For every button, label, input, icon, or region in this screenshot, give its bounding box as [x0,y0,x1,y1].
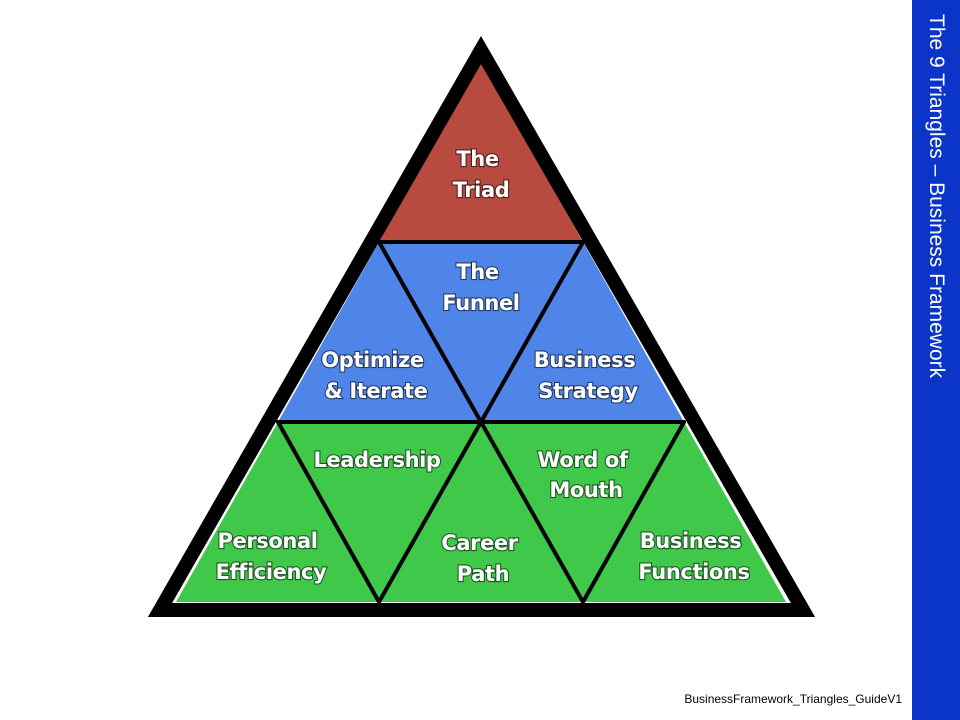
label-business-functions: Business Functions [638,529,749,584]
triangle-the-triad [379,62,583,242]
title-sidebar: The 9 Triangles – Business Framework [912,0,960,720]
label-personal-efficiency: Personal Efficiency [216,529,328,584]
label-career-path: Career Path [441,531,524,586]
triangle-personal-efficiency [176,422,379,602]
label-word-of-mouth: Word of Mouth [537,448,634,502]
triangle-business-strategy [481,242,684,422]
label-leadership: Leadership [313,448,440,472]
triangle-the-funnel [379,242,583,422]
footer-filename: BusinessFramework_Triangles_GuideV1 [684,692,902,706]
triangle-business-functions [583,422,786,602]
pyramid-diagram: The Triad The Funnel Optimize & Iterate … [147,35,816,617]
internal-dividers [276,240,686,604]
label-the-funnel: The Funnel [442,260,519,315]
pyramid-outline [147,35,816,617]
triangle-career-path [379,422,583,602]
label-optimize-iterate: Optimize & Iterate [321,348,430,403]
label-business-strategy: Business Strategy [534,348,643,403]
slide-title: The 9 Triangles – Business Framework [925,14,948,379]
triangle-leadership [278,422,481,602]
triangle-optimize-iterate [278,242,481,422]
triangle-word-of-mouth [481,422,684,602]
label-the-triad: The Triad [453,147,510,202]
